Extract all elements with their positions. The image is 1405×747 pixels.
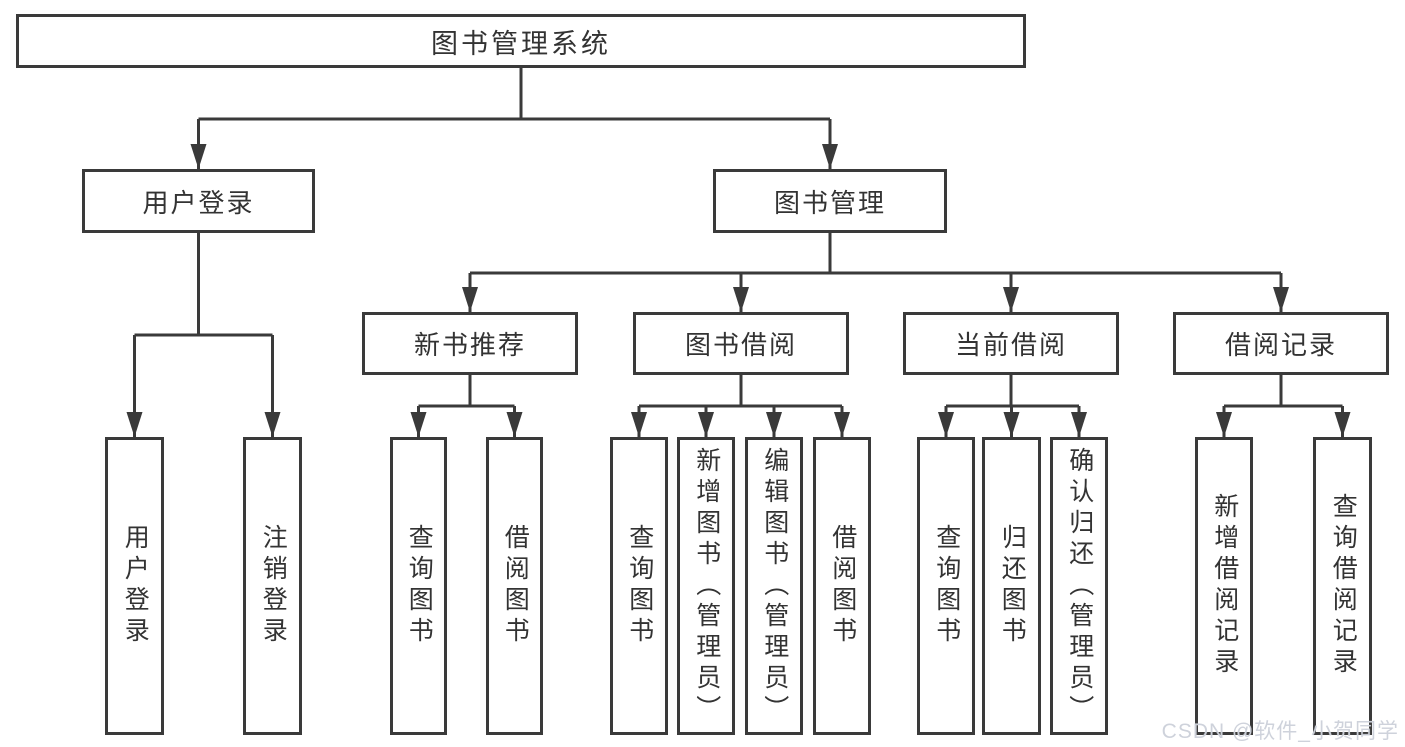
leaf-edit-books-admin: 编辑图书（管理员） [745, 437, 803, 735]
node-new-book-recommendation: 新书推荐 [362, 312, 578, 375]
leaf-add-books-admin: 新增图书（管理员） [677, 437, 735, 735]
leaf-query-borrow-record: 查询借阅记录 [1313, 437, 1372, 735]
node-user-login: 用户登录 [82, 169, 315, 233]
leaf-borrow-books: 借阅图书 [486, 437, 543, 735]
node-borrowing-records: 借阅记录 [1173, 312, 1389, 375]
leaf-query-books: 查询图书 [917, 437, 975, 735]
leaf-user-login: 用户登录 [105, 437, 164, 735]
leaf-query-books: 查询图书 [390, 437, 447, 735]
leaf-return-books: 归还图书 [982, 437, 1041, 735]
node-book-borrowing: 图书借阅 [633, 312, 849, 375]
node-library-management-system: 图书管理系统 [16, 14, 1026, 68]
watermark: CSDN @软件_小贺同学 [1161, 720, 1399, 743]
leaf-logout: 注销登录 [243, 437, 302, 735]
node-current-borrowing: 当前借阅 [903, 312, 1119, 375]
node-book-management: 图书管理 [713, 169, 947, 233]
leaf-query-books: 查询图书 [610, 437, 668, 735]
leaf-confirm-return-admin: 确认归还（管理员） [1050, 437, 1108, 735]
leaf-add-borrow-record: 新增借阅记录 [1195, 437, 1253, 735]
leaf-borrow-books: 借阅图书 [813, 437, 871, 735]
